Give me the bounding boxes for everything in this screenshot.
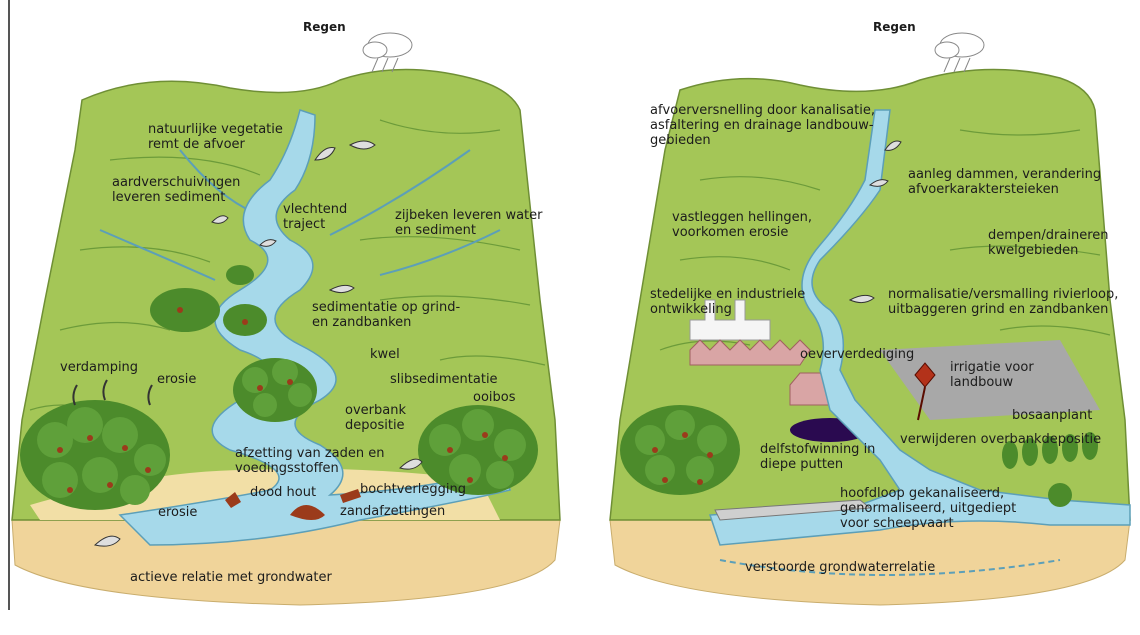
right-label-dams: aanleg dammen, verandering afvoerkarakte… <box>908 167 1101 197</box>
left-label-silt-sedimentation: slibsedimentatie <box>390 372 498 387</box>
right-label-bank-protection: oeververdediging <box>800 347 914 362</box>
left-label-groundwater-relation: actieve relatie met grondwater <box>130 570 332 585</box>
left-label-tributaries: zijbeken leveren water en sediment <box>395 208 543 238</box>
right-label-normalisation: normalisatie/versmalling rivierloop, uit… <box>888 287 1118 317</box>
right-title-rain: Regen <box>873 20 916 35</box>
right-label-main-channel: hoofdloop gekanaliseerd, genormaliseerd,… <box>840 486 1016 531</box>
right-label-mineral-extraction: delfstofwinning in diepe putten <box>760 442 875 472</box>
left-forest-middle <box>233 358 317 422</box>
right-label-irrigation: irrigatie voor landbouw <box>950 360 1034 390</box>
left-label-sedimentation-bars: sedimentatie op grind- en zandbanken <box>312 300 460 330</box>
right-label-afforestation: bosaanplant <box>1012 408 1092 423</box>
left-rain-cloud <box>363 33 412 72</box>
left-label-dead-wood: dood hout <box>250 485 316 500</box>
left-label-seepage: kwel <box>370 347 400 362</box>
left-panel <box>12 33 560 605</box>
right-forest <box>620 405 740 495</box>
left-label-meander-shift: bochtverlegging <box>360 482 466 497</box>
right-label-slope-fixing: vastleggen hellingen, voorkomen erosie <box>672 210 812 240</box>
right-label-discharge-acceleration: afvoerversnelling door kanalisatie, asfa… <box>650 103 875 148</box>
left-label-natural-vegetation: natuurlijke vegetatie remt de afvoer <box>148 122 283 152</box>
left-label-landslides: aardverschuivingen leveren sediment <box>112 175 240 205</box>
right-label-remove-overbank: verwijderen overbankdepositie <box>900 432 1101 447</box>
left-label-erosion-1: erosie <box>157 372 196 387</box>
right-label-drain-seepage: dempen/draineren kwelgebieden <box>988 228 1109 258</box>
left-label-floodplain-forest: ooibos <box>473 390 516 405</box>
left-label-braided-reach: vlechtend traject <box>283 202 347 232</box>
right-label-disturbed-groundwater: verstoorde grondwaterrelatie <box>745 560 935 575</box>
left-label-seed-deposition: afzetting van zaden en voedingsstoffen <box>235 446 384 476</box>
left-label-evaporation: verdamping <box>60 360 138 375</box>
right-rain-cloud <box>935 33 984 72</box>
left-label-sand-deposits: zandafzettingen <box>340 504 445 519</box>
left-forest-large <box>20 400 170 510</box>
right-label-urban-development: stedelijke en industriele ontwikkeling <box>650 287 805 317</box>
left-title-rain: Regen <box>303 20 346 35</box>
left-label-overbank-deposition: overbank depositie <box>345 403 406 433</box>
left-label-erosion-2: erosie <box>158 505 197 520</box>
